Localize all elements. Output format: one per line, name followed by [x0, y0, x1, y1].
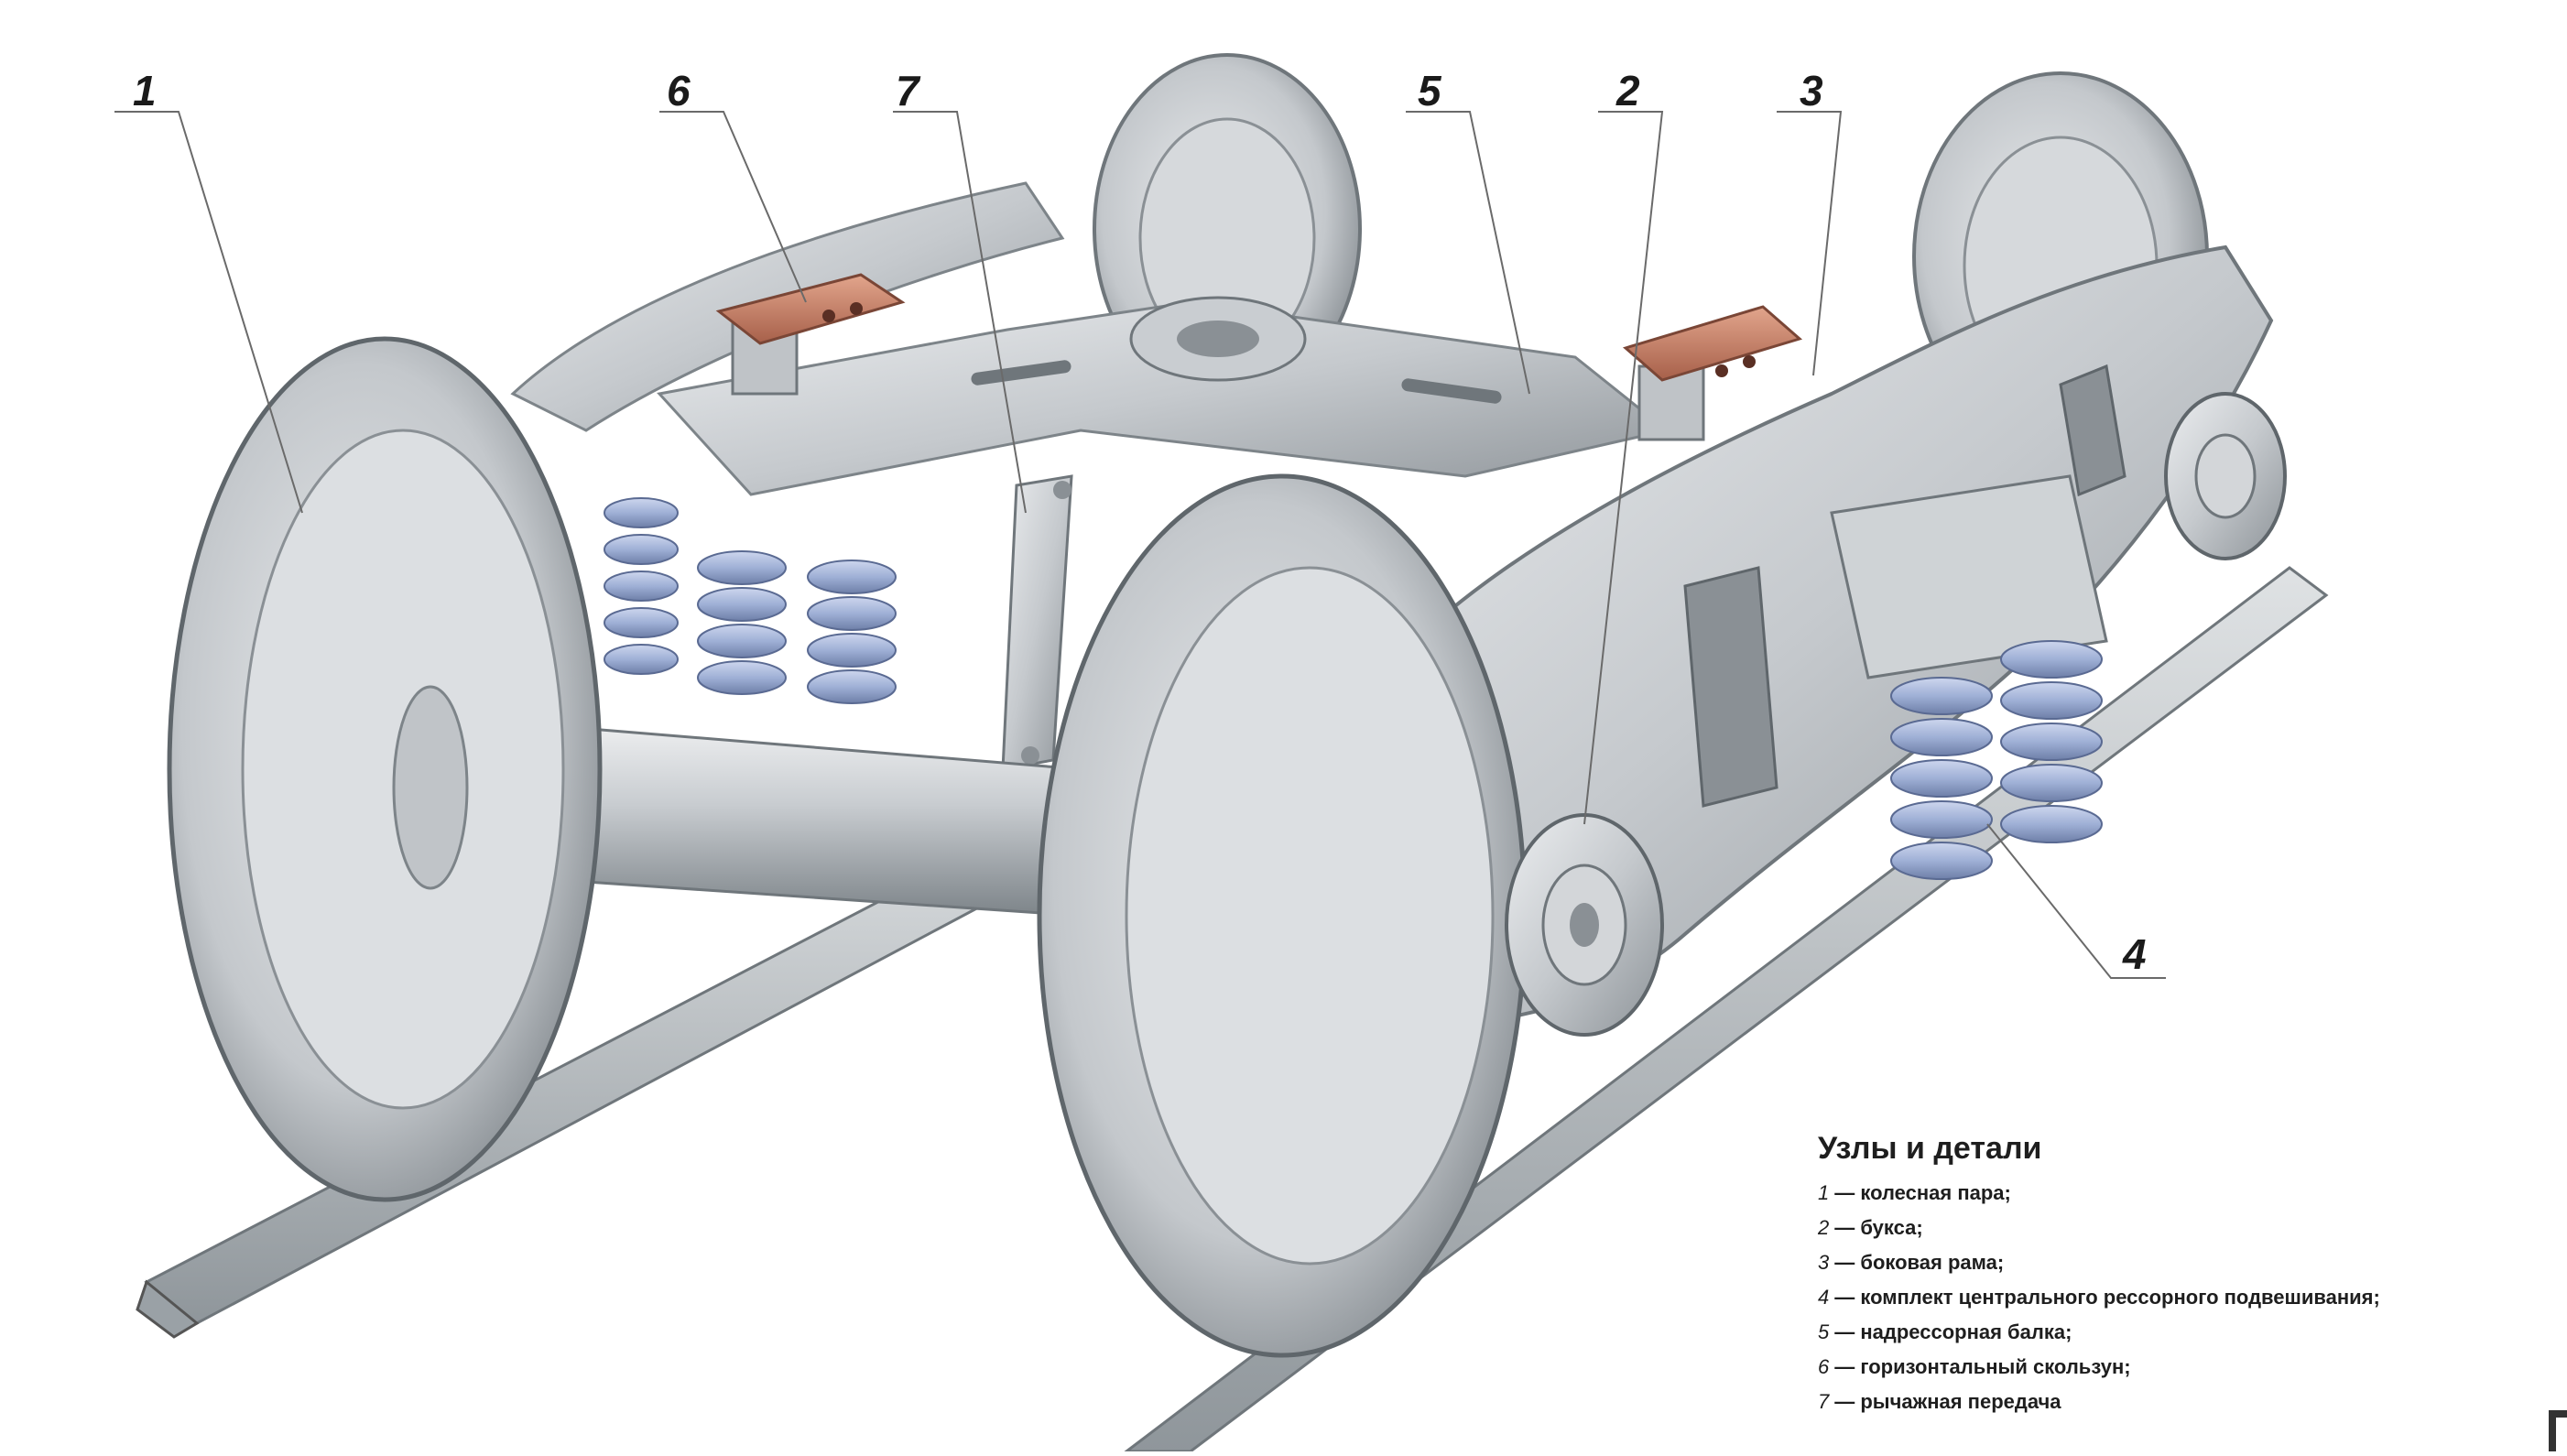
- leader-5: [1406, 111, 1530, 395]
- side-bearer-right: [1622, 305, 1803, 441]
- legend-item-number: 1: [1818, 1181, 1830, 1204]
- bolster: [657, 296, 1670, 496]
- corner-mark: [2549, 1410, 2567, 1451]
- legend-item-number: 4: [1818, 1286, 1830, 1309]
- legend-item: 7— рычажная передача: [1818, 1385, 2551, 1419]
- legend-item: 2— букса;: [1818, 1211, 2551, 1245]
- legend-item-number: 2: [1818, 1216, 1830, 1239]
- callout-4: 4: [2123, 930, 2147, 978]
- legend-item-text: — комплект центрального рессорного подве…: [1834, 1286, 2380, 1309]
- leader-3: [1777, 111, 1843, 376]
- callout-7: 7: [896, 67, 919, 114]
- callout-3: 3: [1800, 67, 1823, 114]
- legend-item: 3— боковая рама;: [1818, 1245, 2551, 1280]
- legend-item-text: — боковая рама;: [1834, 1251, 2005, 1274]
- callout-1: 1: [133, 67, 157, 114]
- callout-6: 6: [667, 67, 691, 114]
- legend-item-number: 7: [1818, 1390, 1830, 1413]
- legend-item-number: 5: [1818, 1320, 1830, 1343]
- central-spring-set: [1890, 640, 2103, 880]
- legend-item-number: 3: [1818, 1251, 1830, 1274]
- leader-6: [659, 111, 807, 303]
- legend-item-text: — надрессорная балка;: [1834, 1320, 2072, 1343]
- leader-lines: [114, 111, 2166, 979]
- callout-2: 2: [1616, 67, 1640, 114]
- front-wheel-left: [167, 336, 603, 1202]
- legend-item-text: — рычажная передача: [1834, 1390, 2061, 1413]
- legend-item-text: — букса;: [1834, 1216, 1923, 1239]
- callout-5: 5: [1418, 67, 1441, 114]
- side-bearer-left: [715, 273, 906, 396]
- legend-item: 5— надрессорная балка;: [1818, 1315, 2551, 1350]
- leader-2: [1583, 111, 1664, 825]
- legend-item-text: — горизонтальный скользун;: [1834, 1355, 2131, 1378]
- axle-box-rear: [2164, 392, 2287, 560]
- legend: Узлы и детали 1— колесная пара; 2— букса…: [1818, 1131, 2551, 1419]
- legend-item: 1— колесная пара;: [1818, 1176, 2551, 1211]
- leader-4: [1986, 823, 2166, 979]
- axle-box-front: [1505, 813, 1664, 1037]
- leader-1: [114, 111, 303, 514]
- legend-item: 6— горизонтальный скользун;: [1818, 1350, 2551, 1385]
- springs-left: [604, 497, 897, 704]
- legend-item-number: 6: [1818, 1355, 1830, 1378]
- legend-item-text: — колесная пара;: [1834, 1181, 2011, 1204]
- legend-item: 4— комплект центрального рессорного подв…: [1818, 1280, 2551, 1315]
- legend-title: Узлы и детали: [1818, 1131, 2042, 1166]
- leader-7: [893, 111, 1027, 514]
- front-wheel-right: [1037, 473, 1528, 1358]
